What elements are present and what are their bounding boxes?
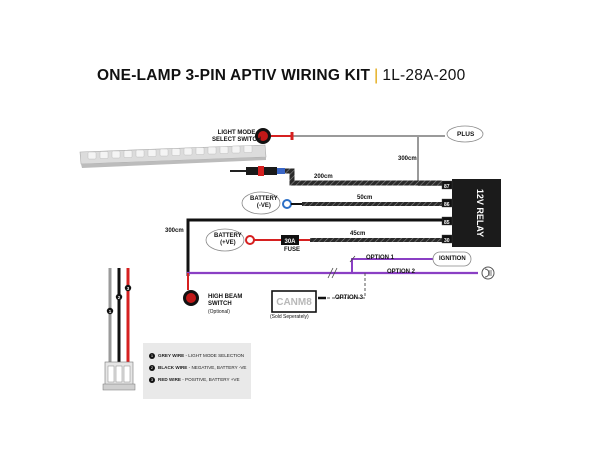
ignition-label: IGNITION (439, 256, 466, 262)
legend-desc-grey: - LIGHT MODE SELECTION (184, 353, 245, 359)
wire-length-battery-pos: 45cm (350, 231, 366, 237)
option3-label: OPTION 3 (335, 295, 364, 301)
relay-pin-85: 85 (444, 220, 450, 226)
light-mode-switch-label: LIGHT MODE SELECT SWITCH (212, 130, 261, 143)
ignition-terminal (432, 251, 472, 267)
connector-number-3: 3 (127, 286, 130, 291)
battery-neg-terminal (241, 191, 292, 215)
connector-number-2: 2 (118, 295, 121, 300)
title-main: ONE-LAMP 3-PIN APTIV WIRING KIT (97, 67, 371, 84)
purple-wire (186, 271, 330, 276)
wire-length-top-right: 300cm (398, 156, 417, 162)
legend-number-1: 1 (149, 353, 155, 359)
battery-pos-label: BATTERY (+VE) (214, 233, 242, 246)
black-wire-300cm (186, 218, 442, 276)
canm8-box (271, 290, 317, 313)
harness-200cm (285, 168, 442, 186)
page-title: ONE-LAMP 3-PIN APTIV WIRING KIT|1L-28A-2… (97, 67, 465, 85)
legend-desc-red: - POSITIVE, BATTERY +VE (180, 377, 240, 383)
title-separator: | (374, 67, 379, 84)
relay-label: 12V RELAY (475, 189, 485, 237)
legend-wire-black: BLACK WIRE (158, 365, 188, 371)
high-beam-optional-note: (Optional) (208, 309, 230, 315)
high-beam-switch (183, 290, 199, 306)
canm8-sold-separately-note: (Sold Seperately) (270, 314, 309, 320)
wire-length-battery-neg: 50cm (357, 195, 373, 201)
option1-label: OPTION 1 (366, 255, 395, 261)
fuse-value: 30A (284, 239, 296, 245)
option3-dashed-wire (326, 273, 366, 299)
high-beam-switch-label: HIGH BEAM SWITCH (208, 294, 243, 307)
headlight-icon (481, 266, 495, 280)
relay (441, 179, 501, 247)
light-mode-switch (255, 128, 271, 144)
relay-pin-86: 86 (444, 202, 450, 208)
option1-break (349, 255, 356, 263)
wire-length-left: 300cm (165, 228, 184, 234)
option2-break (327, 267, 338, 279)
option2-label: OPTION 2 (387, 269, 416, 275)
fuse-holder (281, 235, 299, 245)
fuse-label: FUSE (284, 247, 301, 253)
wire-length-harness: 200cm (314, 174, 333, 180)
connector-number-markers (106, 284, 132, 315)
legend-number-3: 3 (149, 377, 155, 383)
title-part-number: 1L-28A-200 (382, 67, 466, 84)
aptiv-connector (102, 268, 136, 391)
legend-number-2: 2 (149, 365, 155, 371)
connector-number-1: 1 (109, 309, 112, 314)
legend-desc-black: - NEGATIVE, BATTERY -VE (187, 365, 247, 371)
harness-connector (246, 166, 285, 176)
canm8-label: CANM8 (276, 297, 312, 308)
relay-pin-87: 87 (444, 184, 450, 190)
relay-pin-30: 30 (444, 238, 450, 244)
battery-pos-terminal (205, 228, 255, 252)
battery-neg-label: BATTERY (-VE) (250, 196, 278, 209)
plus-terminal (446, 125, 484, 143)
legend-wire-grey: GREY WIRE (158, 353, 185, 359)
legend-wire-red: RED WIRE (158, 377, 181, 383)
light-bar (79, 144, 267, 168)
plus-label: PLUS (457, 131, 475, 138)
